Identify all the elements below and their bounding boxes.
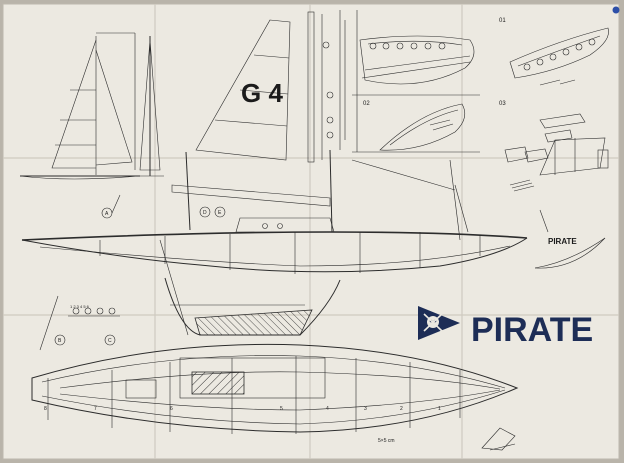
deck-station-label: 5 — [280, 406, 283, 412]
callout-d: D — [203, 210, 207, 216]
push-pin-icon — [612, 6, 620, 14]
scale-note: 5×5 cm — [378, 438, 395, 444]
section-02-label: 02 — [363, 101, 370, 107]
section-02-deck-view — [379, 103, 466, 151]
section-03-parts — [504, 113, 609, 192]
callout-c: C — [108, 338, 112, 344]
fold-lines — [3, 4, 619, 459]
deck-station-label: 6 — [170, 406, 173, 412]
callout-a: A — [105, 211, 109, 217]
deck-station-label: 7 — [94, 406, 97, 412]
pennant-skull-crossbones-icon — [418, 306, 460, 340]
deck-station-label: 3 — [364, 406, 367, 412]
deck-station-label: 1 — [438, 406, 441, 412]
hull-side-elevation — [21, 149, 528, 336]
stern-detail — [534, 209, 606, 269]
stern-title: PIRATE — [548, 237, 577, 246]
section-03-label: 03 — [499, 101, 506, 107]
callout-e: E — [218, 210, 222, 216]
page-title: PIRATE — [471, 311, 593, 349]
sail-patterns — [195, 10, 480, 163]
part-callouts — [39, 194, 226, 351]
sail-plan — [19, 32, 164, 180]
deck-station-label: 8 — [44, 406, 47, 412]
deck-plan — [31, 343, 519, 434]
deck-station-label: 4 — [326, 406, 329, 412]
deck-station-label: 2 — [400, 406, 403, 412]
section-01-label: 01 — [499, 18, 506, 24]
callout-b: B — [58, 338, 62, 344]
ladder-labels: 1 2 3 4 5 6 — [70, 304, 90, 309]
model-code: G 4 — [241, 78, 283, 108]
hull-3d-view — [509, 27, 609, 86]
deck-station-labels: 8 7 6 5 4 3 2 1 — [44, 406, 441, 412]
fitting-detail — [481, 427, 516, 451]
section-01-hull — [359, 35, 475, 85]
